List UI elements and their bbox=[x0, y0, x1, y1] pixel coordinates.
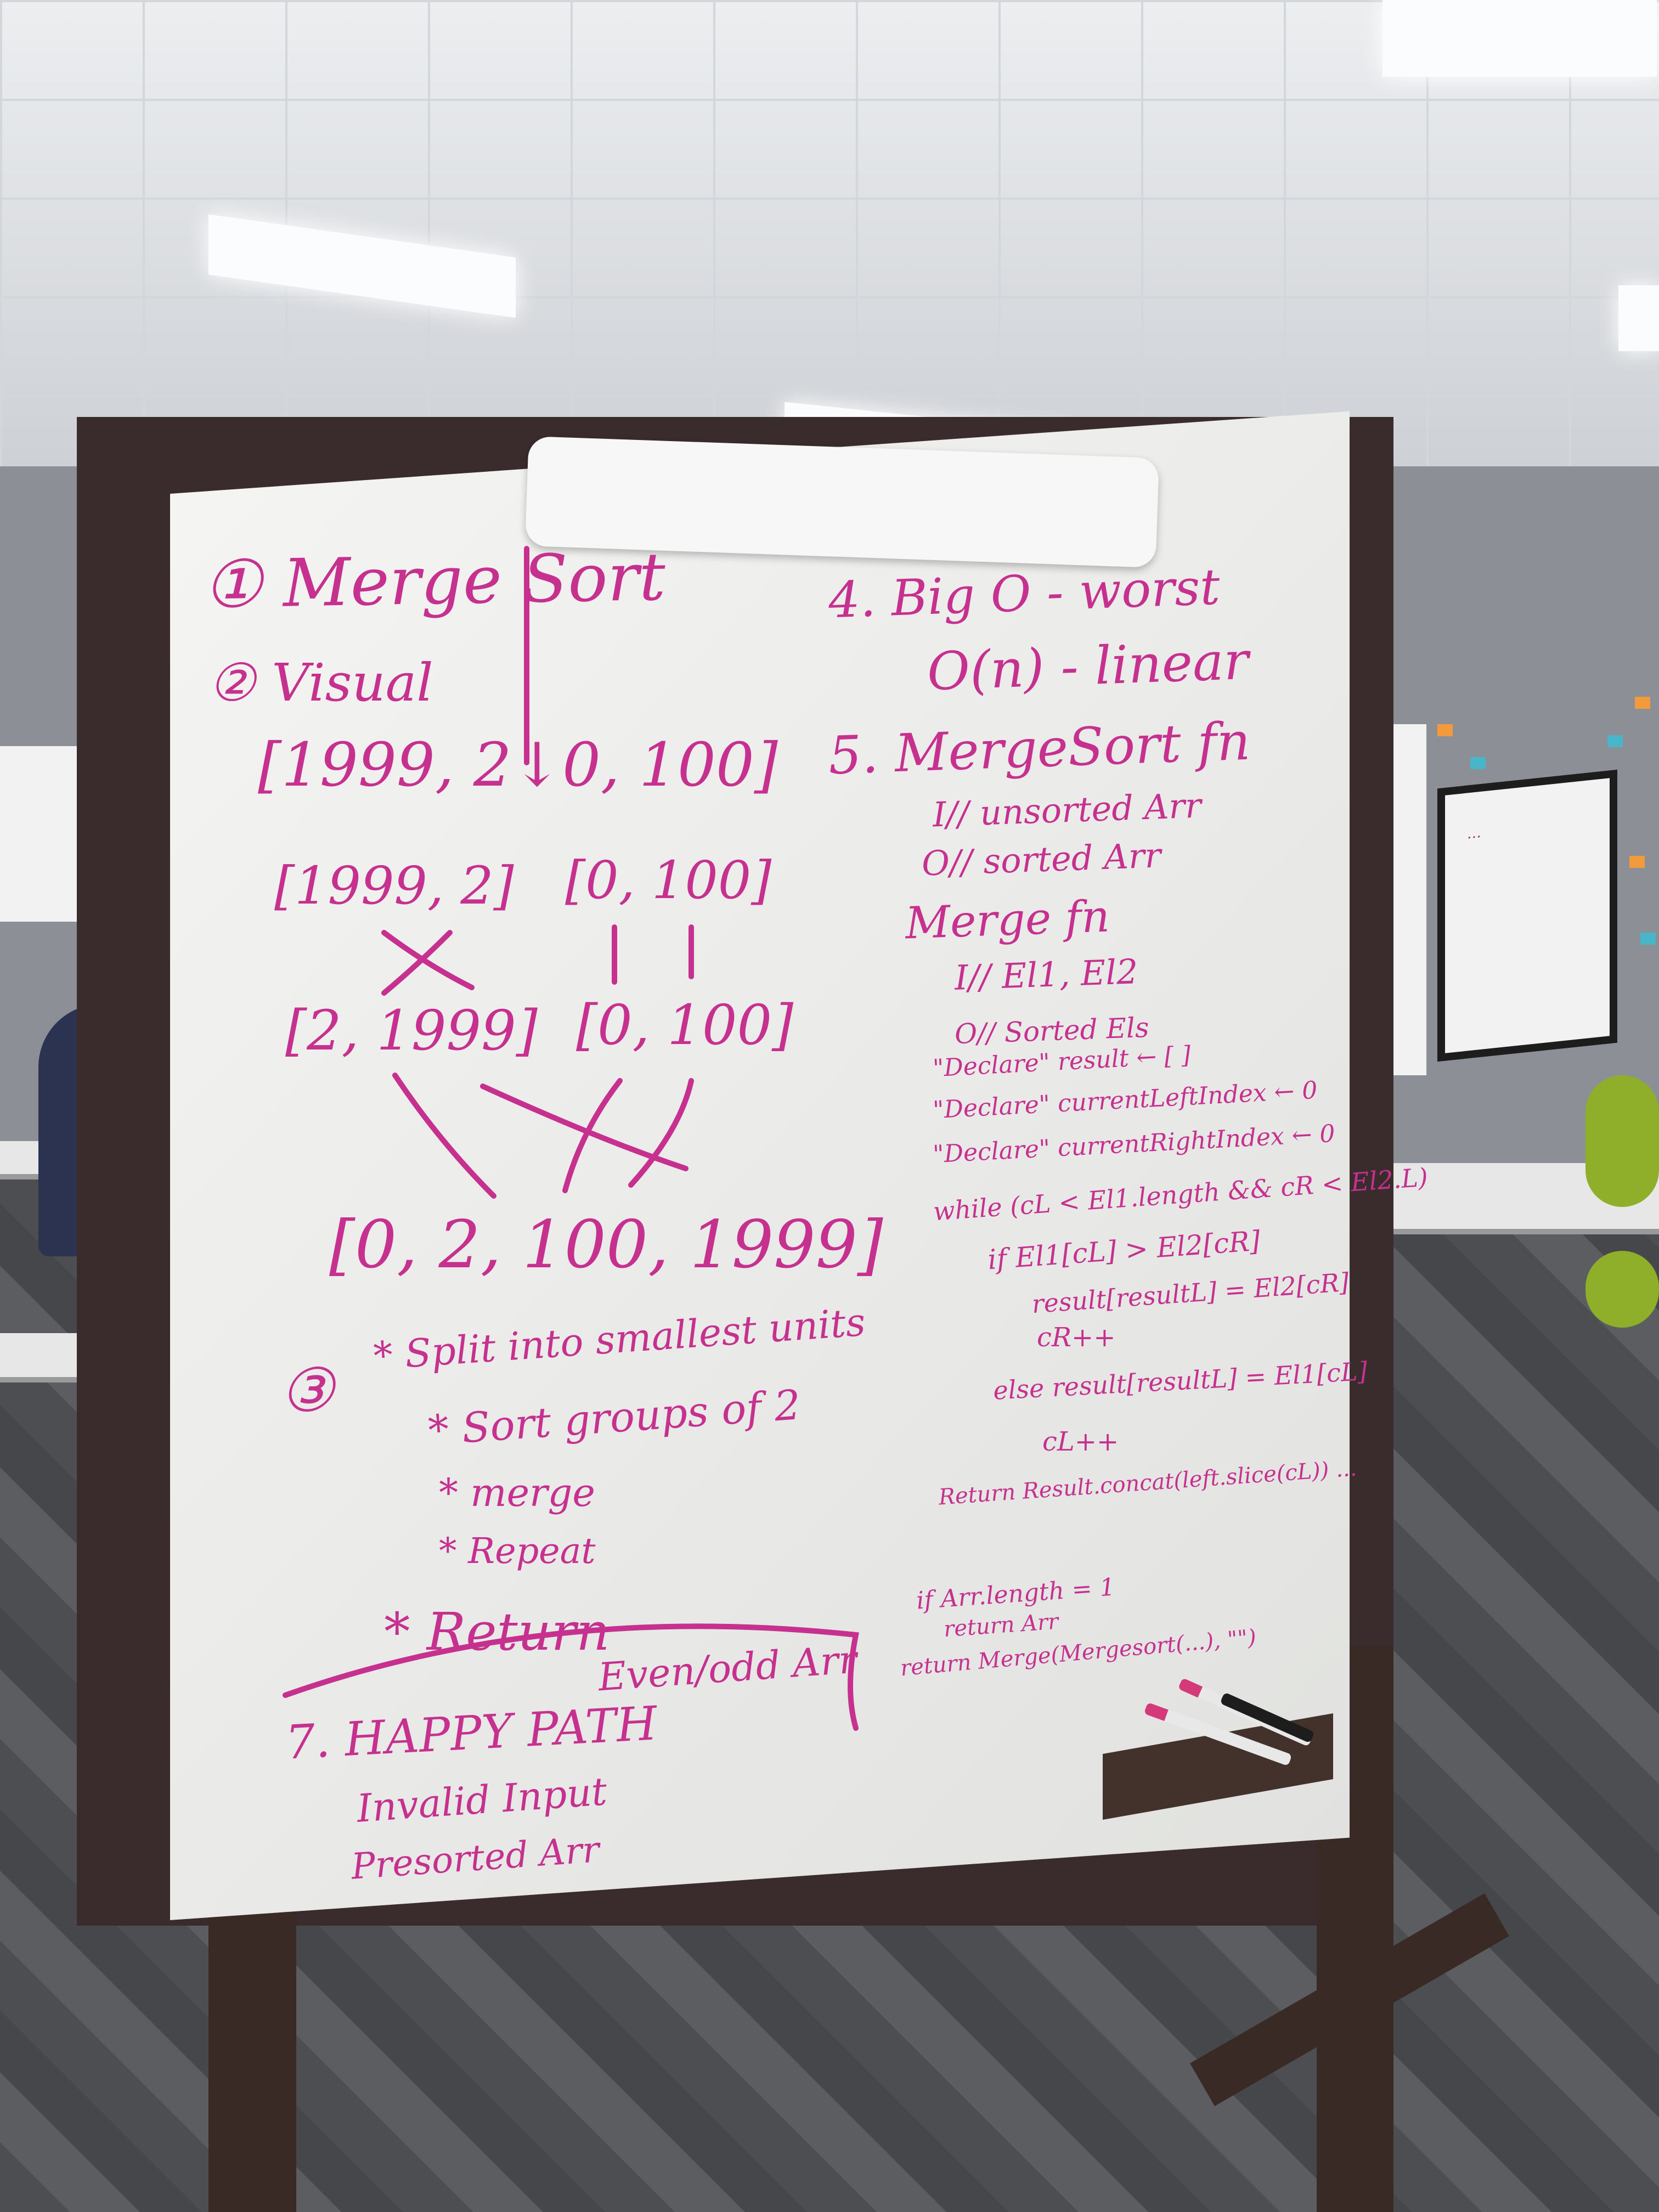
sorted-right: [0, 100] bbox=[576, 993, 794, 1057]
wall-paper bbox=[1393, 724, 1426, 1075]
steps-number: ③ bbox=[280, 1355, 334, 1425]
split-right: [0, 100] bbox=[565, 850, 772, 911]
array-initial: [1999, 2↓0, 100] bbox=[258, 730, 778, 800]
sorted-left: [2, 1999] bbox=[285, 998, 538, 1063]
merge-input: I// El1, El2 bbox=[953, 951, 1139, 998]
sticky-note bbox=[1437, 724, 1453, 736]
big-o-value: O(n) - linear bbox=[926, 630, 1250, 703]
frame-leg bbox=[208, 1865, 296, 2212]
merged-array: [0, 2, 100, 1999] bbox=[329, 1207, 883, 1283]
sticky-note bbox=[1629, 856, 1645, 868]
step-return: * Return bbox=[384, 1602, 610, 1662]
merge-fn-heading: Merge fn bbox=[904, 890, 1111, 949]
cr-increment: cR++ bbox=[1037, 1322, 1116, 1353]
sticky-note bbox=[1607, 735, 1623, 747]
step-merge: * merge bbox=[439, 1470, 595, 1515]
split-left: [1999, 2] bbox=[274, 856, 514, 916]
ceiling-light bbox=[1618, 285, 1659, 351]
fn-output: O// sorted Arr bbox=[921, 835, 1162, 884]
visual-heading: ② Visual bbox=[208, 653, 433, 713]
sticky-note bbox=[1640, 933, 1656, 945]
step-repeat: * Repeat bbox=[439, 1531, 596, 1572]
chair bbox=[1585, 1075, 1659, 1207]
sticky-note bbox=[1635, 697, 1650, 709]
ceiling-light bbox=[1383, 0, 1657, 77]
chair bbox=[1585, 1251, 1659, 1328]
cl-increment: cL++ bbox=[1042, 1426, 1119, 1457]
sticky-note bbox=[1470, 757, 1486, 769]
